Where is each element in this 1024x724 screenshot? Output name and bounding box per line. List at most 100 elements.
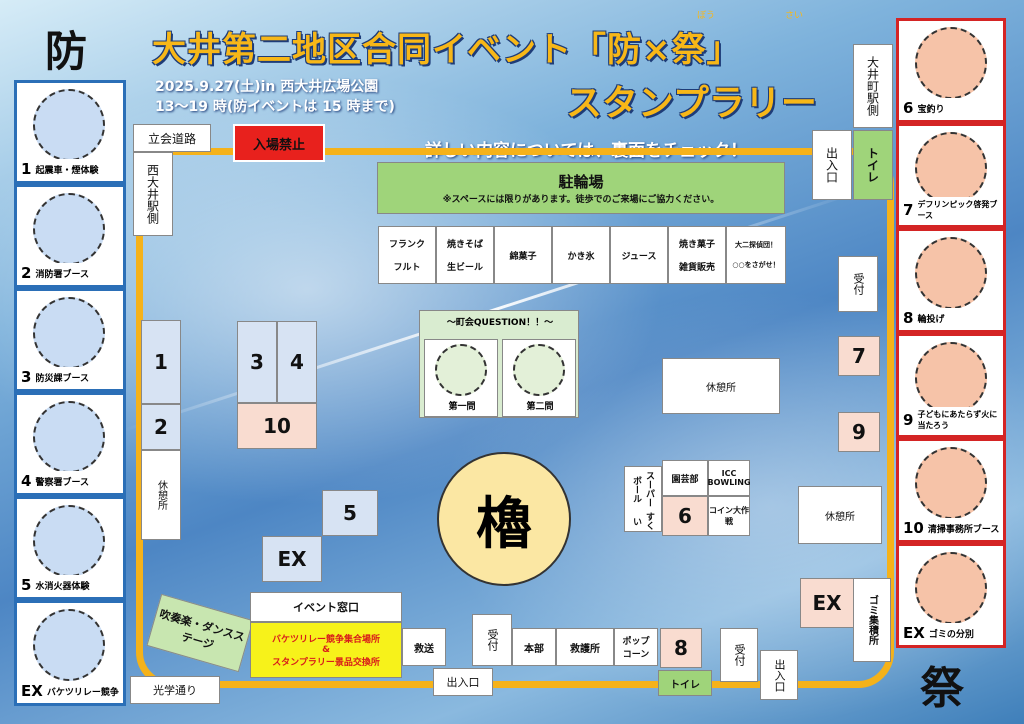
sukui-label: すくい	[631, 512, 654, 531]
stamp-circle	[915, 552, 987, 624]
stamp-circle	[915, 342, 987, 414]
engei-booth: 園芸部	[662, 460, 708, 496]
superball-label: スーパーボール	[631, 471, 654, 508]
toilet-bottom: トイレ	[658, 670, 712, 696]
yellow-line1: バケツリレー競争集合場所	[271, 635, 380, 645]
honbu-booth: 本部	[512, 628, 556, 666]
stamp-circle	[915, 132, 987, 204]
garbage-point: ゴミ集積所	[853, 578, 891, 662]
stamp-circle	[33, 297, 105, 369]
booth-4: 4	[277, 321, 317, 403]
question-title: ～町会QUESTION！！～	[446, 318, 554, 328]
booth-1: 1	[141, 320, 181, 404]
reception-bottom: 受付	[472, 614, 512, 666]
stall-juice: ジュース	[610, 226, 668, 284]
event-date-place: 2025.9.27(土)in 西大井広場公園	[155, 79, 379, 95]
corner-bo: 防	[45, 27, 88, 76]
corner-sai: 祭	[920, 663, 964, 714]
road-bottom-label: 光学通り	[130, 676, 220, 704]
booth-5: 5	[322, 490, 378, 536]
reception-right: 受付	[838, 256, 878, 312]
stamp-circle	[33, 193, 105, 265]
bicycle-parking: 駐輪場 ※スペースには限りがあります。徒歩でのご来場にご協力ください。	[377, 162, 785, 214]
stamp-circle	[33, 401, 105, 473]
q1-box: 第一問	[424, 339, 498, 417]
q2-box: 第二問	[502, 339, 576, 417]
venue-boundary	[136, 148, 894, 688]
exit-bottom: 出入口	[433, 668, 493, 696]
relay-meeting-point: バケツリレー競争集合場所 & スタンプラリー景品交換所	[250, 622, 402, 678]
ruby-sai: さい	[785, 11, 804, 21]
ruby-bo: ぼう	[697, 11, 716, 21]
rest-area-3: 休憩所	[141, 450, 181, 540]
rest-area-2: 休憩所	[798, 486, 882, 544]
icc-booth: ICC BOWLING	[707, 460, 751, 496]
event-window: イベント窓口	[250, 592, 402, 622]
booth-3: 3	[237, 321, 277, 403]
stamp-circle	[33, 609, 105, 681]
no-entry-sign: 入場禁止	[233, 124, 325, 162]
exit-top: 出入口	[812, 130, 852, 200]
yagura-tower: 櫓	[437, 452, 571, 586]
booth-8: 8	[660, 628, 702, 668]
stall-tanteidan: 大二探偵団！○○をさがせ！	[726, 226, 786, 284]
stamp-circle	[915, 447, 987, 519]
booth-9: 9	[838, 412, 880, 452]
toilet-top: トイレ	[853, 130, 893, 200]
booth-2: 2	[141, 404, 181, 450]
question-panel: ～町会QUESTION！！～ 第一問 第二問	[419, 310, 579, 418]
superball-booth: スーパーボールすくい	[624, 466, 662, 532]
q2-label: 第二問	[526, 402, 554, 412]
rest-area-1: 休憩所	[662, 358, 780, 414]
exit-bottom-right: 出入口	[760, 650, 798, 700]
popcorn-booth: ポップコーン	[614, 628, 658, 666]
stall-kakigori: かき氷	[552, 226, 610, 284]
booth-ex-left: EX	[262, 536, 322, 582]
road-top-label: 立会道路	[133, 124, 211, 152]
parking-note: ※スペースには限りがあります。徒歩でのご来場にご協力ください。	[442, 195, 720, 205]
station-left-label: 西大井駅側	[133, 152, 173, 236]
stamp-circle	[33, 505, 105, 577]
booth-6: 6	[662, 496, 708, 536]
reception-bottom-right: 受付	[720, 628, 758, 682]
stamp-circle	[33, 89, 105, 161]
q1-label: 第一問	[448, 402, 476, 412]
page-subtitle: スタンプラリー	[566, 83, 817, 124]
stamp-circle	[915, 27, 987, 99]
coin-booth: コイン大作戦	[708, 496, 750, 536]
event-hours: 13～19 時(防イベントは 15 時まで)	[155, 99, 395, 115]
booth-10: 10	[237, 403, 317, 449]
booth-7: 7	[838, 336, 880, 376]
yellow-amp: &	[322, 645, 330, 655]
stall-yakigashi: 焼き菓子雑貨販売	[668, 226, 726, 284]
stall-wataame: 綿菓子	[494, 226, 552, 284]
booth-ex-right: EX	[800, 578, 854, 628]
page-title: 大井第二地区合同イベント「防×祭」	[152, 30, 742, 70]
stall-yakisoba: 焼きそば生ビール	[436, 226, 494, 284]
